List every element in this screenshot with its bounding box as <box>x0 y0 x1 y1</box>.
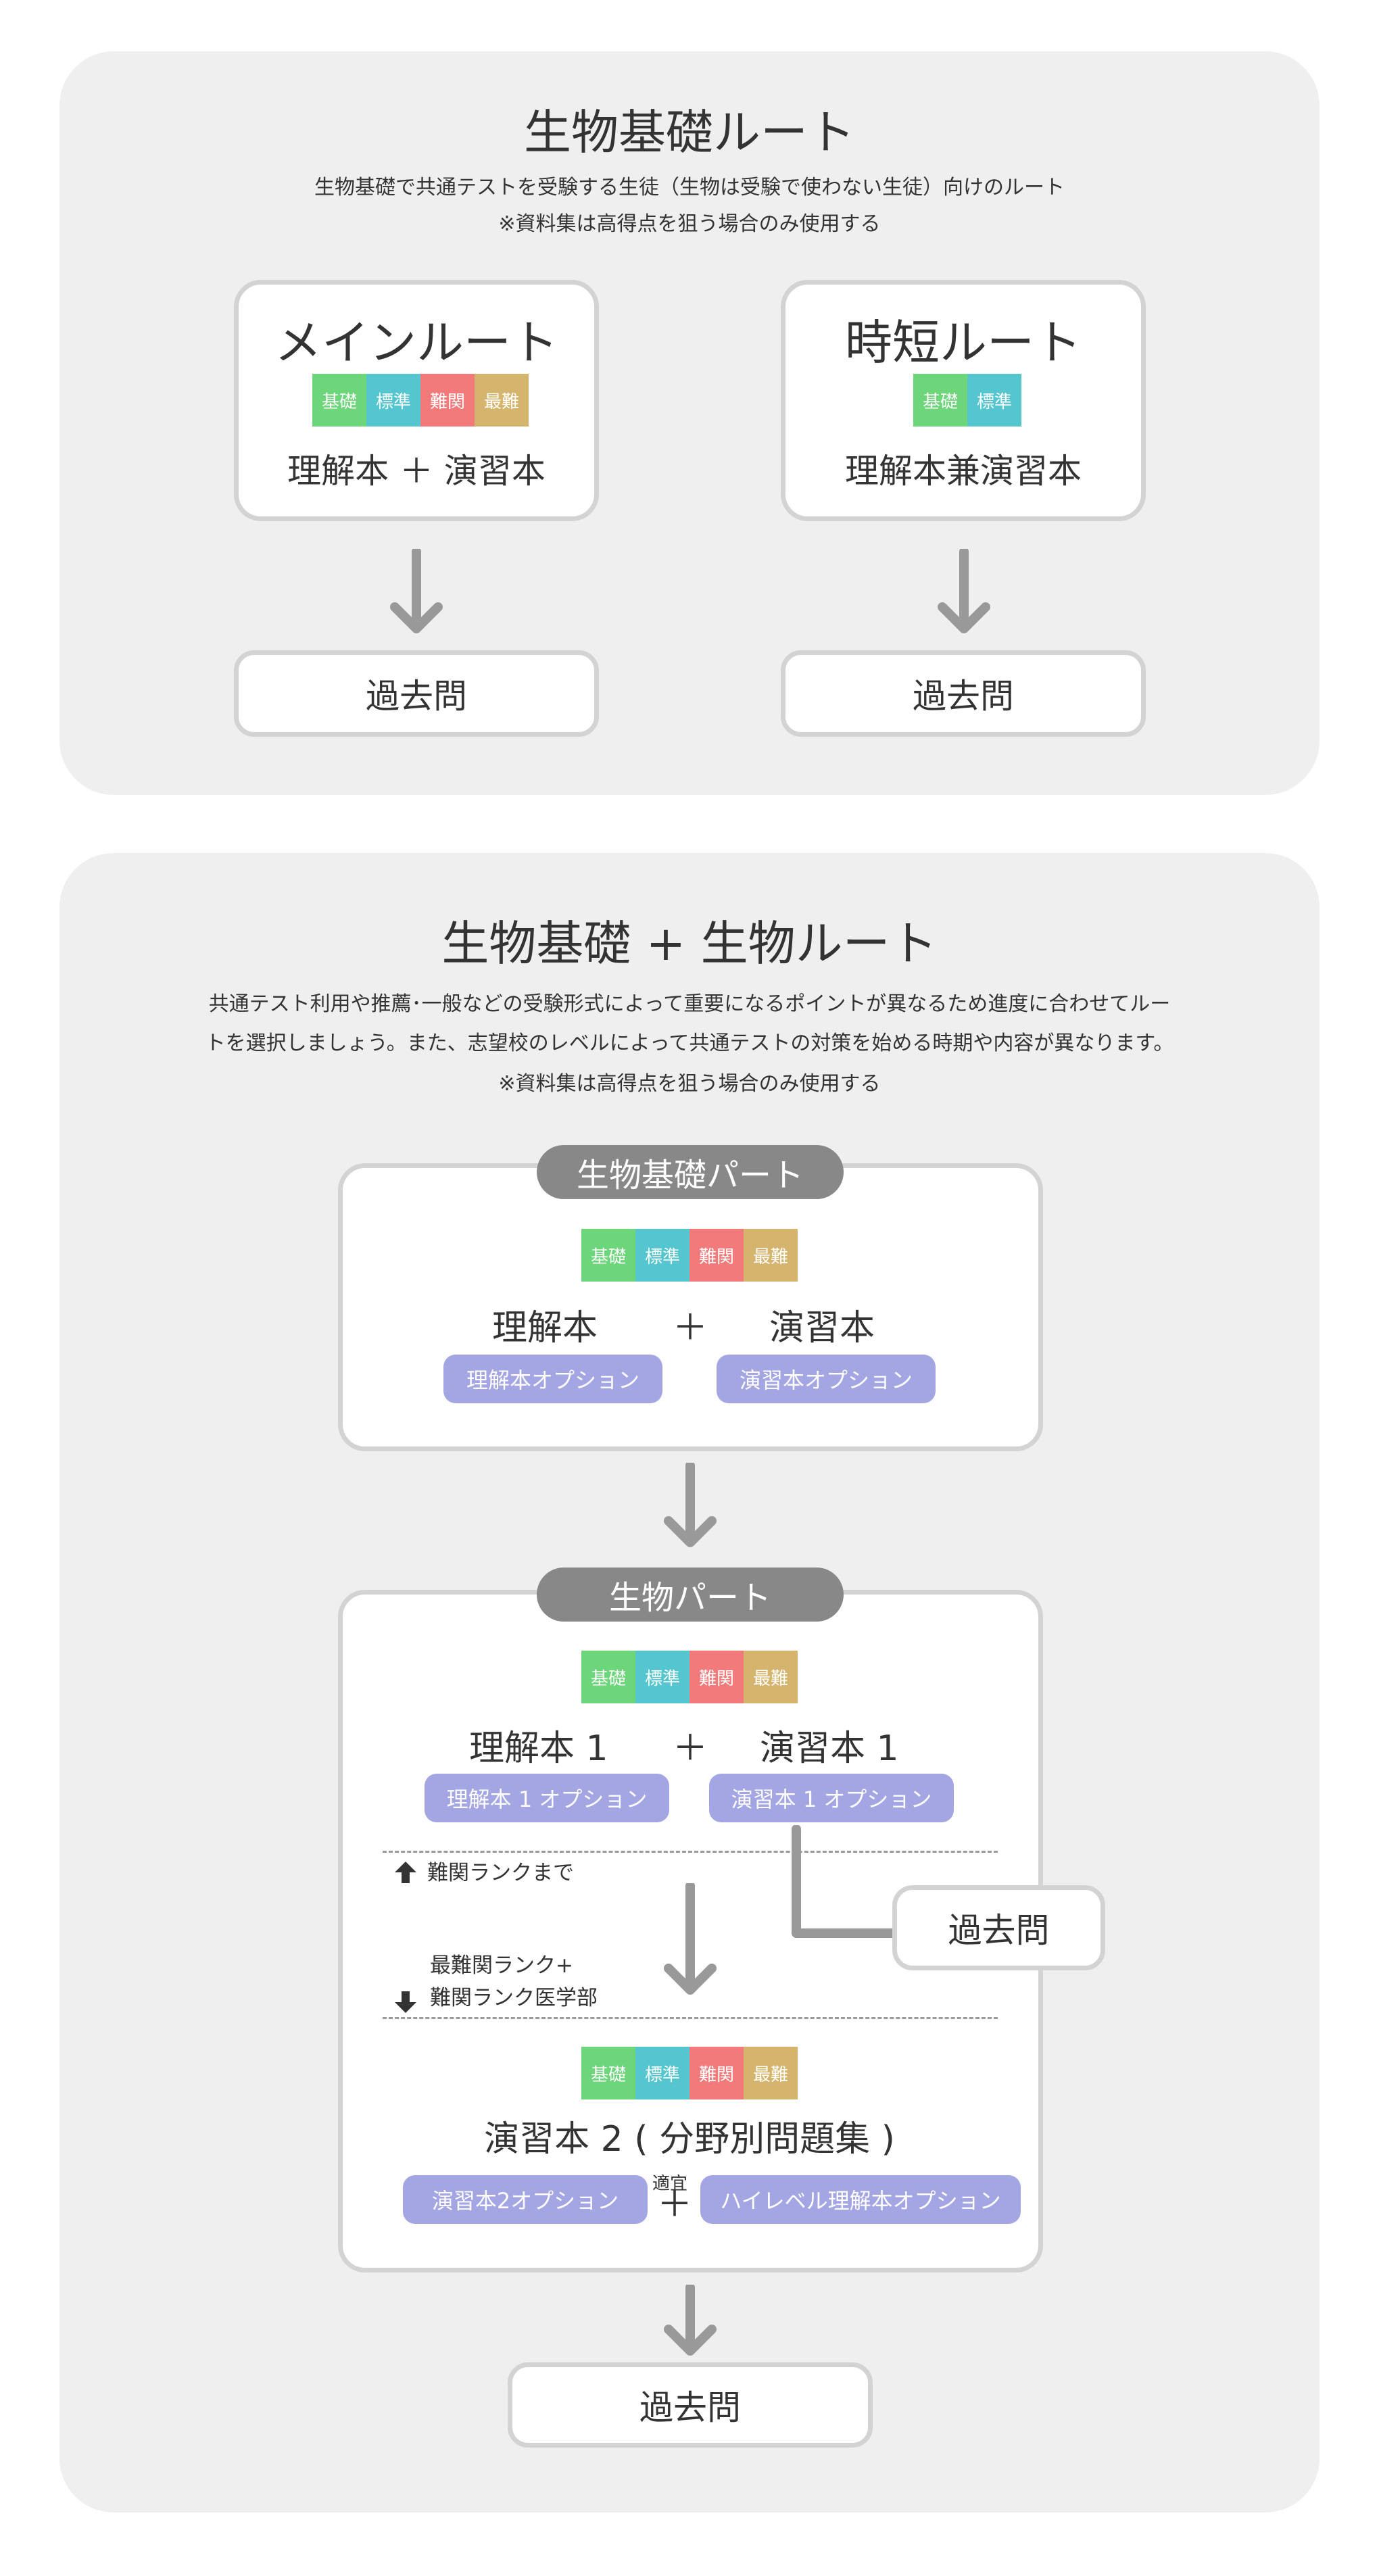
level-badge-sainan: 最難 <box>744 1651 798 1703</box>
kiso-part-option-left: 理解本オプション <box>443 1355 662 1403</box>
final-past-exam-box: 過去問 <box>508 2362 873 2448</box>
seibutsu-part-option-right: 演習本 1 オプション <box>709 1774 954 1822</box>
short-route-past-exam-box: 過去問 <box>781 650 1146 737</box>
short-route-title: 時短ルート <box>845 315 1082 370</box>
level-badge-hyojun: 標準 <box>635 2047 690 2099</box>
section1-title: 生物基礎ルート <box>524 105 855 160</box>
level-badge-hyojun: 標準 <box>366 374 420 427</box>
level-badge-sainan: 最難 <box>475 374 529 427</box>
seibutsu-part-book-left: 理解本 1 <box>469 1728 608 1769</box>
level-badge-nankan: 難関 <box>690 1651 744 1703</box>
down-rank-note-line1: 最難関ランク+ <box>430 1953 573 1978</box>
kiso-part-option-right: 演習本オプション <box>717 1355 936 1403</box>
down-arrow-icon <box>664 1883 717 1995</box>
seibutsu-part-book2: 演習本 2 ( 分野別問題集 ) <box>484 2119 895 2160</box>
level-badge-hyojun: 標準 <box>967 374 1021 427</box>
level-badge-nankan: 難関 <box>420 374 475 427</box>
section2-title: 生物基礎 + 生物ルート <box>441 916 938 971</box>
kiso-part-label: 生物基礎パート <box>537 1145 844 1199</box>
down-rank-note-line2: 難関ランク医学部 <box>430 1986 598 2010</box>
level-badge-hyojun: 標準 <box>635 1651 690 1703</box>
down-arrow-small-icon <box>395 1991 416 2013</box>
seibutsu-part-option2-right: ハイレベル理解本オプション <box>700 2175 1021 2224</box>
section2-description-line1: 共通テスト利用や推薦･一般などの受験形式によって重要になるポイントが異なるため進… <box>208 992 1171 1016</box>
level-badge-nankan: 難関 <box>690 1229 744 1282</box>
level-badge-kiso: 基礎 <box>913 374 967 427</box>
level-badge-kiso: 基礎 <box>581 1229 635 1282</box>
short-route-level-badges: 基礎 標準 <box>913 374 1021 427</box>
level-badge-kiso: 基礎 <box>581 2047 635 2099</box>
level-badge-sainan: 最難 <box>744 2047 798 2099</box>
main-route-title: メインルート <box>274 315 558 370</box>
kiso-part-level-badges: 基礎 標準 難関 最難 <box>581 1229 798 1282</box>
seibutsu-part-option2-left: 演習本2オプション <box>403 2175 648 2224</box>
main-route-books: 理解本 ＋ 演習本 <box>287 452 546 491</box>
main-route-box: メインルート 基礎 標準 難関 最難 理解本 ＋ 演習本 <box>234 280 599 521</box>
kiso-part-book-right: 演習本 <box>769 1308 875 1348</box>
level-badge-sainan: 最難 <box>744 1229 798 1282</box>
tekigi-label: 適宜 <box>652 2174 688 2194</box>
short-route-box: 時短ルート 基礎 標準 理解本兼演習本 <box>781 280 1146 521</box>
level-badge-nankan: 難関 <box>690 2047 744 2099</box>
short-route-books: 理解本兼演習本 <box>845 452 1082 491</box>
seibutsu-part-option-left: 理解本 1 オプション <box>425 1774 669 1822</box>
up-rank-note: 難関ランクまで <box>427 1861 574 1885</box>
rank-divider-bottom <box>383 2017 998 2019</box>
kiso-part-plus: ＋ <box>673 1308 708 1348</box>
section2-note: ※資料集は高得点を狙う場合のみ使用する <box>498 1072 881 1096</box>
section1-description: 生物基礎で共通テストを受験する生徒（生物は受験で使わない生徒）向けのルート <box>314 176 1065 199</box>
down-arrow-icon <box>664 2285 717 2356</box>
level-badge-kiso: 基礎 <box>581 1651 635 1703</box>
seibutsu-part-label: 生物パート <box>537 1568 844 1622</box>
rank-divider-top <box>383 1851 998 1853</box>
section2-description-line2: トを選択しましょう。また、志望校のレベルによって共通テストの対策を始める時期や内… <box>205 1031 1174 1055</box>
seibutsu-part-plus2: ＋ <box>657 2185 693 2225</box>
seibutsu-part-level-badges: 基礎 標準 難関 最難 <box>581 1651 798 1703</box>
side-past-exam-box: 過去問 <box>892 1885 1105 1970</box>
down-arrow-icon <box>664 1463 717 1547</box>
main-route-past-exam-box: 過去問 <box>234 650 599 737</box>
section1-note: ※資料集は高得点を狙う場合のみ使用する <box>498 212 881 236</box>
seibutsu-part-plus: ＋ <box>673 1728 708 1769</box>
kiso-part-book-left: 理解本 <box>492 1308 598 1348</box>
kiso-part-box <box>338 1163 1043 1451</box>
level-badge-kiso: 基礎 <box>312 374 366 427</box>
down-arrow-icon <box>390 549 443 633</box>
down-arrow-icon <box>938 549 990 633</box>
main-route-level-badges: 基礎 標準 難関 最難 <box>312 374 529 427</box>
level-badge-hyojun: 標準 <box>635 1229 690 1282</box>
up-arrow-icon <box>395 1862 416 1883</box>
seibutsu-part-level-badges-2: 基礎 標準 難関 最難 <box>581 2047 798 2099</box>
seibutsu-part-book-right: 演習本 1 <box>760 1728 899 1769</box>
